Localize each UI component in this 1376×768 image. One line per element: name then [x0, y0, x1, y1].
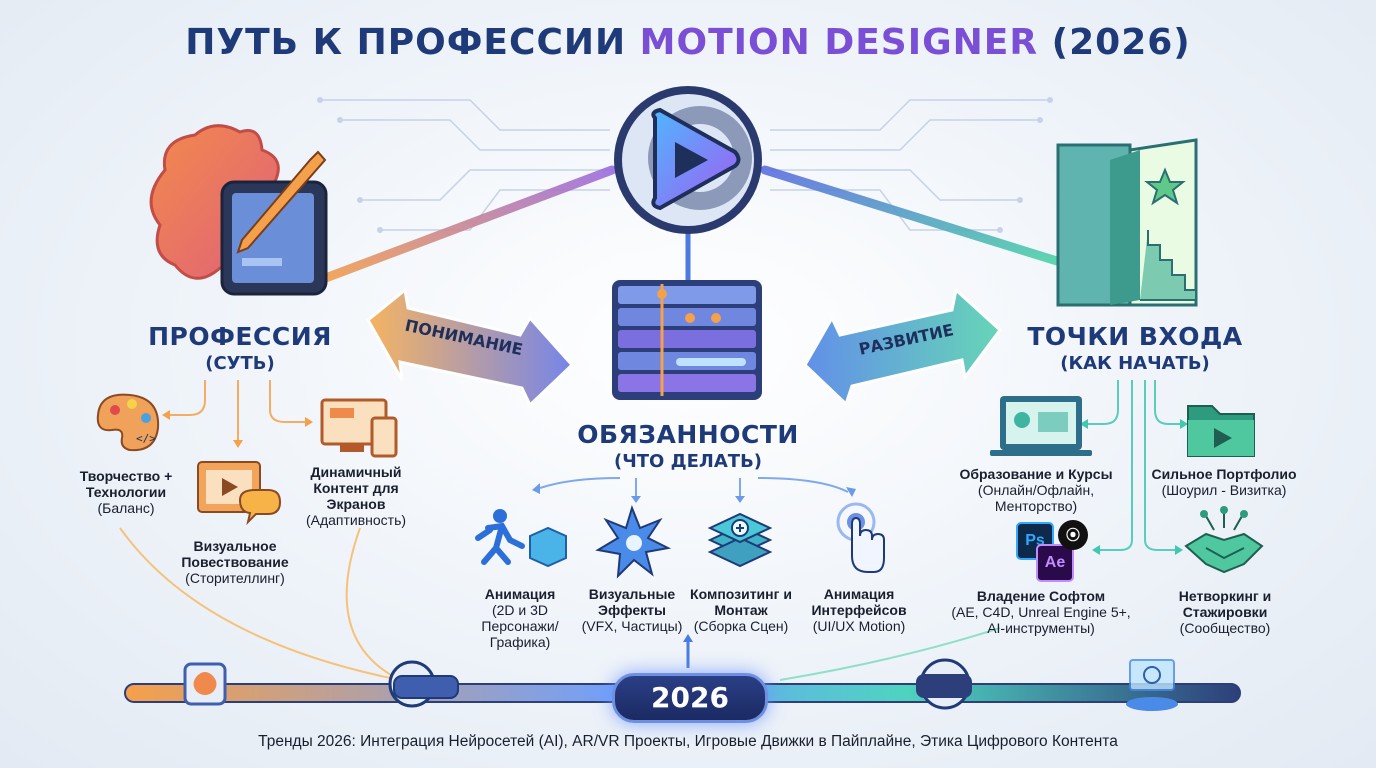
title-year: (2026) — [1051, 22, 1191, 63]
vr-head-left-icon — [388, 660, 459, 708]
layers-icon — [707, 512, 773, 568]
tap-hand-icon — [836, 502, 885, 573]
folder-play-icon — [1187, 405, 1255, 457]
duty-item: Анимация Интерфейсов (UI/UX Motion) — [811, 586, 907, 634]
running-figure-icon — [475, 509, 567, 568]
play-gear-hub-icon — [614, 86, 762, 234]
double-arrow-development — [803, 287, 1003, 407]
door-stairs-icon — [1056, 138, 1198, 307]
hologram-globe-icon — [1126, 659, 1178, 711]
ai-chip-icon — [183, 662, 227, 706]
duties-subtitle: (ЧТО ДЕЛАТЬ) — [613, 451, 763, 472]
duty-item: Композитинг и Монтаж (Сборка Сцен) — [690, 586, 792, 634]
duty-item: Визуальные Эффекты (VFX, Частицы) — [581, 586, 683, 634]
palette-code-icon: </> — [96, 393, 160, 452]
title-accent: MOTION DESIGNER — [639, 22, 1039, 63]
after-effects-logo-icon: Ae — [1036, 544, 1074, 582]
entry-heading: ТОЧКИ ВХОДА (КАК НАЧАТЬ) — [1010, 322, 1260, 374]
film-chat-icon — [197, 461, 282, 526]
duties-heading: ОБЯЗАННОСТИ (ЧТО ДЕЛАТЬ) — [548, 420, 828, 472]
entry-subtitle: (КАК НАЧАТЬ) — [1060, 353, 1210, 374]
burst-icon — [595, 504, 672, 579]
entry-item: Владение Софтом (AE, C4D, Unreal Engine … — [951, 588, 1131, 636]
certificate-laptop-icon — [990, 396, 1092, 456]
trends-footer: Тренды 2026: Интеграция Нейросетей (AI),… — [258, 733, 1118, 750]
profession-item: Творчество + Технологии (Баланс) — [79, 468, 173, 516]
brain-tablet-icon — [149, 124, 328, 296]
duties-title: ОБЯЗАННОСТИ — [577, 420, 799, 449]
svg-text:</>: </> — [136, 432, 156, 445]
entry-item: Сильное Портфолио (Шоурил - Визитка) — [1151, 466, 1297, 498]
timeline-layers-icon — [612, 280, 762, 400]
unreal-logo-icon: ⦿ — [1058, 520, 1088, 550]
duty-item: Анимация (2D и 3D Персонажи/ Графика) — [481, 586, 559, 650]
entry-item: Нетворкинг и Стажировки (Сообщество) — [1178, 588, 1272, 636]
profession-title: ПРОФЕССИЯ — [148, 322, 332, 351]
entry-item: Образование и Курсы (Онлайн/Офлайн, Мент… — [959, 466, 1113, 514]
handshake-icon — [1184, 506, 1264, 574]
devices-icon — [320, 398, 398, 458]
vr-head-right-icon — [916, 658, 972, 710]
page-title: ПУТЬ К ПРОФЕССИИ MOTION DESIGNER (2026) — [0, 22, 1376, 63]
timeline-year-badge: 2026 — [612, 673, 768, 723]
profession-item: Визуальное Повествование (Сторителлинг) — [181, 538, 289, 586]
double-arrow-understanding — [366, 287, 575, 408]
entry-title: ТОЧКИ ВХОДА — [1027, 322, 1243, 351]
title-main: ПУТЬ К ПРОФЕССИИ — [185, 22, 627, 63]
profession-heading: ПРОФЕССИЯ (СУТЬ) — [120, 322, 360, 374]
profession-item: Динамичный Контент для Экранов (Адаптивн… — [305, 464, 407, 528]
profession-subtitle: (СУТЬ) — [205, 353, 275, 374]
